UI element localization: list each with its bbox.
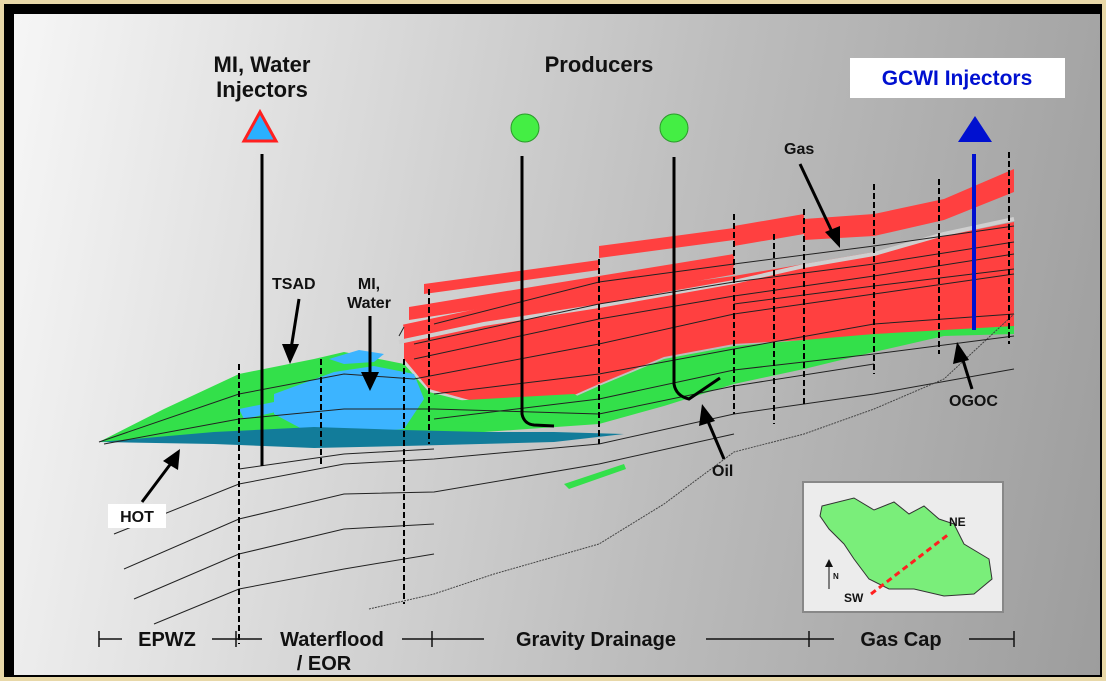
tsad-arrow	[289, 298, 301, 350]
oil-arrowhead	[699, 404, 715, 426]
triangle-injector-icon	[241, 108, 279, 143]
mi-water-label-1: MI,	[358, 276, 380, 293]
inset-sw-label: SW	[844, 591, 864, 605]
faults	[238, 152, 1010, 644]
hot-label-box	[108, 504, 166, 528]
zone-gravity-drainage: Gravity Drainage	[516, 629, 676, 651]
inset-map: NE SW N	[802, 481, 1004, 613]
tsad-label: TSAD	[272, 276, 316, 293]
hot-label: HOT	[120, 509, 154, 526]
zone-scale-bar	[98, 631, 1015, 647]
zone-gas-cap: Gas Cap	[860, 629, 941, 651]
inset-ne-label: NE	[949, 515, 966, 529]
zone-waterflood: Waterflood	[280, 629, 384, 651]
ogoc-arrowhead	[953, 342, 969, 364]
diagram-canvas: MI, Water Injectors Producers GCWI Injec…	[14, 14, 1100, 675]
mi-water-label-2: Water	[347, 295, 391, 312]
gas-label: Gas	[784, 141, 814, 158]
zone-eor: / EOR	[297, 653, 352, 675]
inset-north-label: N	[833, 572, 839, 581]
oil-arrow	[705, 418, 726, 460]
field-outline	[819, 497, 993, 597]
mi-water-injectors-label-1: MI, Water	[214, 52, 311, 77]
top-outline	[398, 326, 405, 337]
triangle-gcwi-icon	[958, 116, 992, 142]
gcwi-injectors-label: GCWI Injectors	[882, 67, 1033, 90]
gcwi-label-box	[850, 58, 1065, 98]
producers-label: Producers	[545, 52, 654, 77]
gas-zone	[398, 169, 1015, 404]
mi-water-arrowhead	[361, 372, 379, 391]
mi-water-injectors-label-2: Injectors	[216, 77, 308, 102]
gas-arrow	[798, 163, 836, 237]
hot-arrowhead	[163, 449, 180, 470]
north-arrow-icon	[825, 559, 833, 567]
producer-well-2-line	[672, 157, 721, 401]
circle-producer-icon-2	[659, 113, 689, 143]
hot-arrow	[140, 461, 174, 503]
cross-section-diagram: MI, Water Injectors Producers GCWI Injec…	[98, 52, 1065, 675]
ogoc-arrow	[960, 356, 974, 390]
circle-producer-icon-1	[510, 113, 540, 143]
section-line	[870, 532, 950, 596]
gas-arrowhead	[825, 226, 840, 248]
hot-zone	[99, 427, 624, 448]
oil-label: Oil	[712, 463, 733, 480]
producer-well-1-line	[520, 156, 555, 428]
zone-epwz: EPWZ	[138, 629, 196, 651]
ogoc-label: OGOC	[949, 393, 998, 410]
tsad-arrowhead	[282, 344, 299, 364]
